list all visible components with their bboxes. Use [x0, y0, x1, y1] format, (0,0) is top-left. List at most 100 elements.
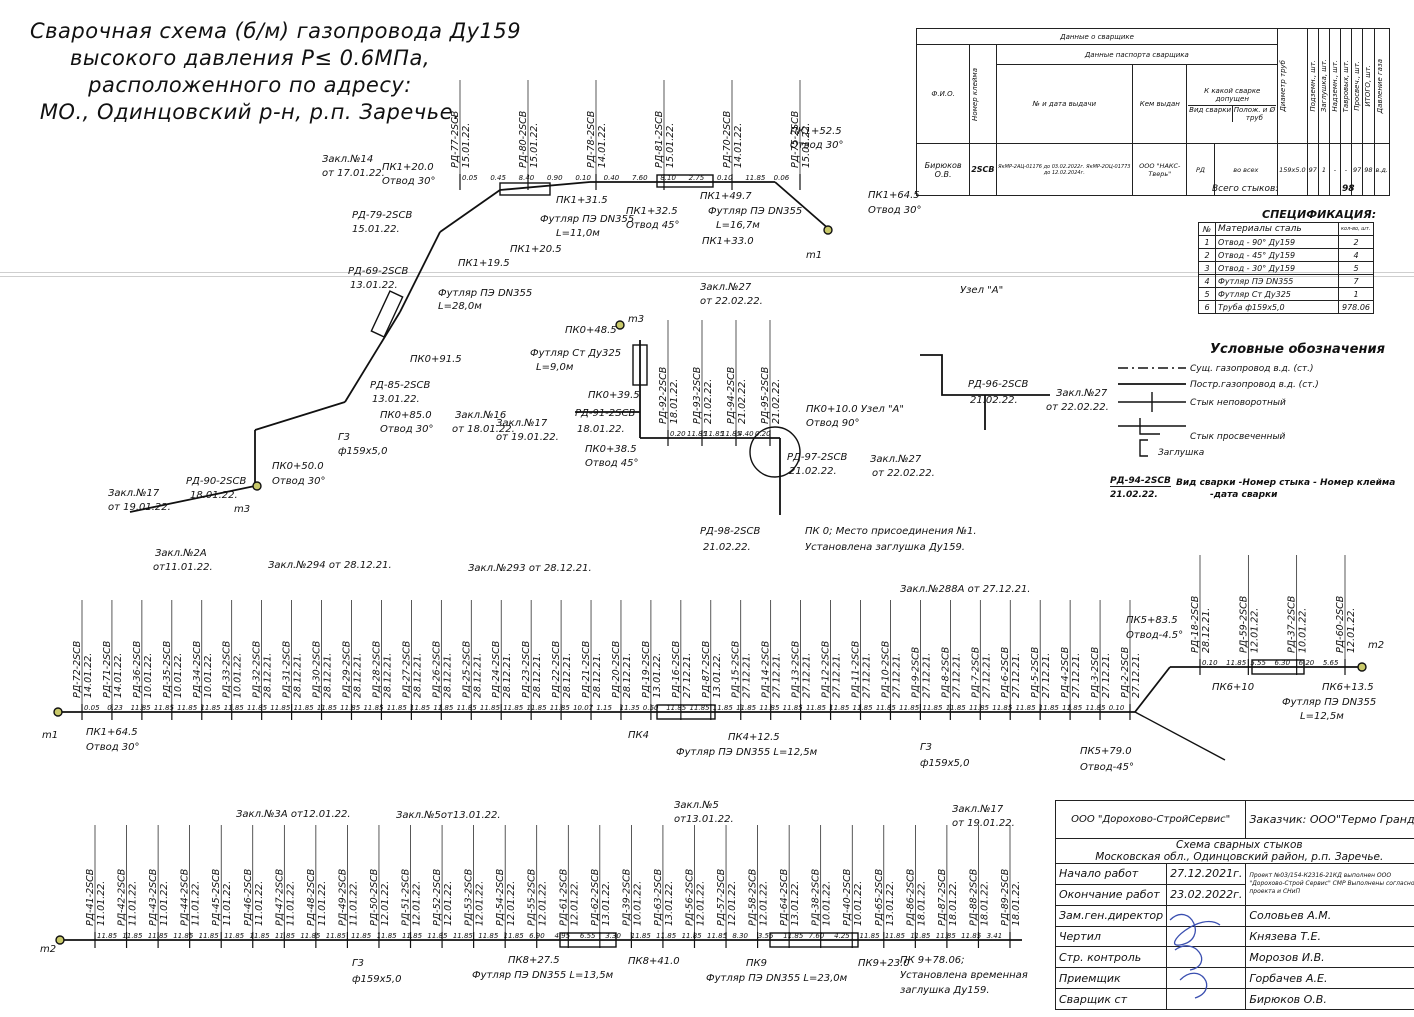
segment-length: 0.90 — [547, 174, 563, 182]
label-concl14-date: от 17.01.22. — [322, 168, 385, 179]
joint-date: 11.01.22. — [159, 881, 170, 926]
label-elbow45a: Отвод 45° — [585, 458, 639, 469]
joint-label: РД-87-2SCB — [937, 869, 948, 926]
joint-label: РД-38-2SCB — [811, 869, 822, 926]
joint-date: 12.01.22. — [759, 881, 770, 926]
stamp-doc-title: Схема сварных стыков — [1176, 839, 1303, 851]
segment-length: 4.25 — [834, 932, 850, 940]
joint-date: 12.01.22. — [475, 881, 486, 926]
label-pk1-645b: ПК1+64.5 — [86, 727, 138, 738]
segment-length: 11.85 — [759, 704, 780, 712]
joint-label: РД-72-2SCB — [72, 641, 83, 698]
joint-label: РД-88-2SCB — [968, 869, 979, 926]
label-elbow30f: Отвод 30° — [86, 742, 140, 753]
segment-length: 11.85 — [457, 704, 478, 712]
joint-date: 12.01.22. — [1249, 608, 1260, 653]
total-joints: Всего стыков: 98 — [1212, 184, 1355, 194]
segment-length: 11.85 — [247, 704, 268, 712]
joint-label: РД-86-2SCB — [905, 869, 916, 926]
label-elbow45c: Отвод-45° — [1080, 762, 1134, 773]
title-line-3: расположенного по адресу: — [88, 73, 412, 97]
segment-length: 11.85 — [1016, 704, 1037, 712]
label-pk0-note-2: Установлена заглушка Ду159. — [805, 542, 965, 553]
label-rd97: РД-97-2SCB — [787, 452, 847, 463]
label-concl16: Закл.№16 — [455, 410, 506, 421]
joint-label: РД-21-2SCB — [581, 641, 592, 698]
sleeve-pk6 — [1251, 659, 1305, 675]
joint-date: 14.01.22. — [597, 123, 608, 168]
label-pk1-525: ПК1+52.5 — [790, 126, 842, 137]
sleeve-pk1-19 — [370, 290, 404, 338]
joint-label: РД-25-2SCB — [461, 641, 472, 698]
segment-length: 6.90 — [529, 932, 545, 940]
segment-length: 6.20 — [1299, 659, 1315, 667]
col-weld-type: Вид сварки — [1188, 105, 1233, 122]
segment-length: 3.30 — [605, 932, 621, 940]
segment-length: 11.85 — [829, 704, 850, 712]
joint-date: 27.12.21. — [981, 653, 992, 698]
pipeline-upper-seg-2 — [344, 311, 401, 403]
segment-length: 11.85 — [317, 704, 338, 712]
label-concl27-date: от 22.02.22. — [700, 296, 763, 307]
label-pipe-row2: ф159х5,0 — [352, 974, 401, 985]
segment-length: 10.07 — [573, 704, 594, 712]
segment-length: 11.85 — [910, 932, 931, 940]
total-joints-label: Всего стыков: — [1212, 184, 1279, 194]
joint-label: РД-4-2SCB — [1060, 647, 1071, 698]
joint-date: 27.12.21. — [1041, 653, 1052, 698]
stamp-control-name: Морозов И.В. — [1245, 946, 1414, 969]
label-pk6-10: ПК6+10 — [1212, 682, 1254, 693]
segment-length: 8.10 — [660, 174, 676, 182]
welder-weld-type: РД — [1186, 143, 1215, 196]
legend-example-desc-2: -дата сварки — [1210, 490, 1278, 500]
joint-label: РД-32-2SCB — [252, 641, 263, 698]
label-concl293: Закл.№293 от 28.12.21. — [468, 563, 592, 574]
label-pk1-20: ПК1+20.0 — [382, 162, 434, 173]
segment-length: 2.75 — [689, 174, 705, 182]
stamp-end-label: Окончание работ — [1054, 883, 1168, 906]
sleeve-pk1-20 — [499, 182, 551, 196]
segment-length: 11.85 — [704, 430, 725, 438]
joint-date: 11.01.22. — [222, 881, 233, 926]
label-sleeve4: Футляр ПЭ DN355 L=12,5м — [676, 747, 818, 758]
segment-length: 11.85 — [1039, 704, 1060, 712]
label-pk8-275: ПК8+27.5 — [508, 955, 560, 966]
joint-label: РД-54-2SCB — [495, 869, 506, 926]
pipeline-upper-seg-5 — [499, 181, 591, 191]
joint-label: РД-61-2SCB — [558, 869, 569, 926]
label-rd69: РД-69-2SCB — [348, 266, 408, 277]
legend-xray-mark — [1139, 418, 1160, 435]
drawing-title: Сварочная схема (б/м) газопровода Ду159 … — [30, 18, 521, 126]
legend-existing: Сущ. газопровод в.д. (ст.) — [1190, 364, 1314, 374]
joint-date: 18.01.22. — [916, 881, 927, 926]
label-m3-upper: m3 — [628, 314, 644, 325]
joint-label: РД-56-2SCB — [684, 869, 695, 926]
segment-length: 11.85 — [275, 932, 296, 940]
label-concl27c: Закл.№27 — [1056, 388, 1108, 399]
label-m3-lower: m3 — [234, 504, 250, 515]
joint-date: 13.01.22. — [664, 881, 675, 926]
label-sleeve2: Футляр ПЭ DN355 — [540, 214, 634, 225]
joint-date: 10.01.22. — [173, 653, 184, 698]
label-rd96-date: 21.02.22. — [970, 395, 1018, 406]
legend-example-desc-1: Вид сварки -Номер стыка - Номер клейма — [1176, 478, 1396, 488]
legend-built: Постр.газопровод в.д. (ст.) — [1190, 380, 1319, 390]
label-pk1-315: ПК1+31.5 — [556, 195, 608, 206]
joint-label: РД-3-2SCB — [1090, 647, 1101, 698]
segment-length: 11.85 — [526, 704, 547, 712]
label-pk4-125: ПК4+12.5 — [728, 732, 780, 743]
joint-label: РД-64-2SCB — [779, 869, 790, 926]
segment-length: 11.85 — [340, 704, 361, 712]
segment-length: 11.85 — [480, 704, 501, 712]
label-pipe-upper: ф159х5,0 — [338, 446, 387, 457]
joint-date: 15.01.22. — [529, 123, 540, 168]
joint-date: 14.01.22. — [83, 653, 94, 698]
label-concl27: Закл.№27 — [700, 282, 752, 293]
label-pk8-41: ПК8+41.0 — [628, 956, 680, 967]
label-pk1-195: ПК1+19.5 — [458, 258, 510, 269]
label-sleeve5: Футляр ПЭ DN355 — [1282, 697, 1376, 708]
segment-length: 11.85 — [961, 932, 982, 940]
legend-fixed-joint: Стык неповоротный — [1190, 398, 1286, 408]
joint-label: РД-60-2SCB — [1335, 596, 1346, 653]
joint-label: РД-63-2SCB — [653, 869, 664, 926]
